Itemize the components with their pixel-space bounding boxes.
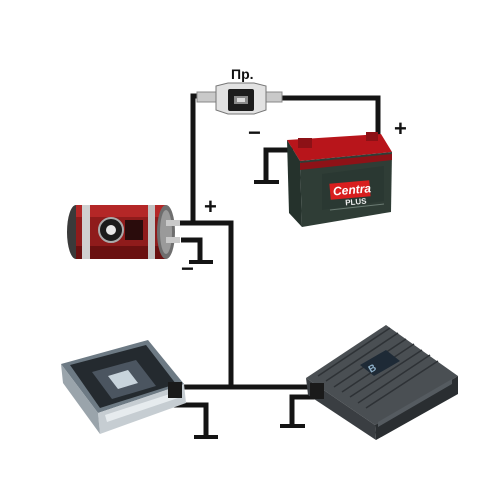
wires: [168, 93, 381, 436]
battery-plus-label: +: [394, 116, 407, 141]
car-amplifier-icon: B: [306, 325, 458, 440]
wire-left-amp-ground: [168, 402, 209, 436]
car-battery-icon: Centra PLUS: [287, 132, 392, 227]
ground-symbols: [189, 180, 305, 439]
amp-terminal: [310, 383, 324, 399]
capacitor-plus-label: +: [204, 194, 217, 219]
wire-fuse-to-battery-plus: [279, 95, 381, 144]
wire-fuse-to-capacitor: [178, 93, 206, 226]
inline-fuse-icon: [196, 82, 283, 115]
car-amplifier-icon: [61, 340, 186, 434]
wire-capacitor-minus-ground: [181, 237, 203, 262]
battery-minus-label: −: [248, 120, 261, 145]
svg-text:B: B: [367, 362, 379, 375]
capacitor-icon: [67, 205, 180, 259]
wire-battery-minus-ground: [263, 147, 293, 182]
wire-right-amp-ground: [289, 394, 318, 426]
amp-terminal: [168, 382, 182, 398]
battery-brand: Centra: [332, 181, 371, 198]
fuse-label: Пр.: [231, 66, 254, 82]
capacitor-minus-label: −: [181, 256, 194, 281]
wire-capacitor-to-amps: [178, 220, 234, 385]
battery-brand-sub: PLUS: [345, 197, 368, 208]
